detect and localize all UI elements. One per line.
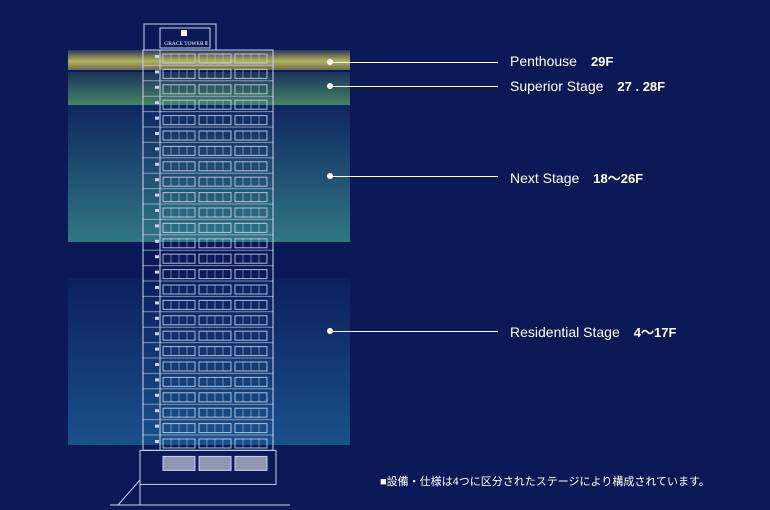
side-window <box>155 378 159 382</box>
superior-stage-name: Superior Stage <box>510 78 604 94</box>
residential-stage-name: Residential Stage <box>510 324 620 340</box>
side-window <box>155 332 159 336</box>
next-stage-leader-line <box>333 176 498 177</box>
entrance-stair <box>116 478 141 506</box>
superior-stage-floors: 27 . 28F <box>617 79 666 94</box>
next-stage-floors: 18〜26F <box>593 171 644 186</box>
side-window <box>155 316 159 320</box>
side-window <box>155 70 159 74</box>
side-window <box>155 132 159 135</box>
side-window <box>155 209 159 212</box>
penthouse-name: Penthouse <box>510 53 577 69</box>
residential-stage-leader-line <box>333 331 498 332</box>
superior-stage-dot <box>327 83 333 89</box>
entrance-window <box>234 455 268 471</box>
tower-logo-icon <box>181 30 187 36</box>
side-window <box>155 85 159 89</box>
side-window <box>155 193 159 197</box>
side-window <box>155 440 159 443</box>
side-window <box>155 363 159 366</box>
side-window <box>155 147 159 151</box>
side-window <box>155 101 159 105</box>
tower-podium <box>139 449 277 485</box>
superior-stage-label: Superior Stage 27 . 28F <box>510 78 665 94</box>
side-window <box>155 409 159 413</box>
superior-stage-leader-line <box>333 86 498 87</box>
superior-stage-band <box>68 72 350 105</box>
side-window <box>155 270 159 274</box>
next-stage-dot <box>327 173 333 179</box>
side-window <box>155 424 159 428</box>
side-window <box>155 116 159 120</box>
side-window <box>155 255 159 259</box>
side-window <box>155 55 159 58</box>
residential-stage-dot <box>327 328 333 334</box>
penthouse-leader-line <box>333 62 498 63</box>
entrance-window <box>198 455 232 471</box>
tower-sign-panel <box>159 27 211 49</box>
penthouse-dot <box>327 59 333 65</box>
residential-stage-floors: 4〜17F <box>633 325 677 340</box>
next-stage-label: Next Stage 18〜26F <box>510 168 643 187</box>
side-window <box>155 286 159 289</box>
next-stage-name: Next Stage <box>510 170 580 186</box>
tower-sign-text: GRACE TOWER Ⅱ <box>164 41 208 47</box>
penthouse-band <box>68 50 350 70</box>
side-window <box>155 393 159 397</box>
footnote: ■設備・仕様は4つに区分されたステージにより構成されています。 <box>380 476 710 488</box>
residential-stage-label: Residential Stage 4〜17F <box>510 322 676 341</box>
side-window <box>155 224 159 228</box>
penthouse-floors: 29F <box>590 54 614 69</box>
side-window <box>155 162 159 166</box>
side-window <box>155 239 159 243</box>
entrance-window <box>162 455 196 471</box>
penthouse-label: Penthouse 29F <box>510 53 613 69</box>
side-window <box>155 301 159 305</box>
side-window <box>155 347 159 351</box>
side-window <box>155 178 159 182</box>
